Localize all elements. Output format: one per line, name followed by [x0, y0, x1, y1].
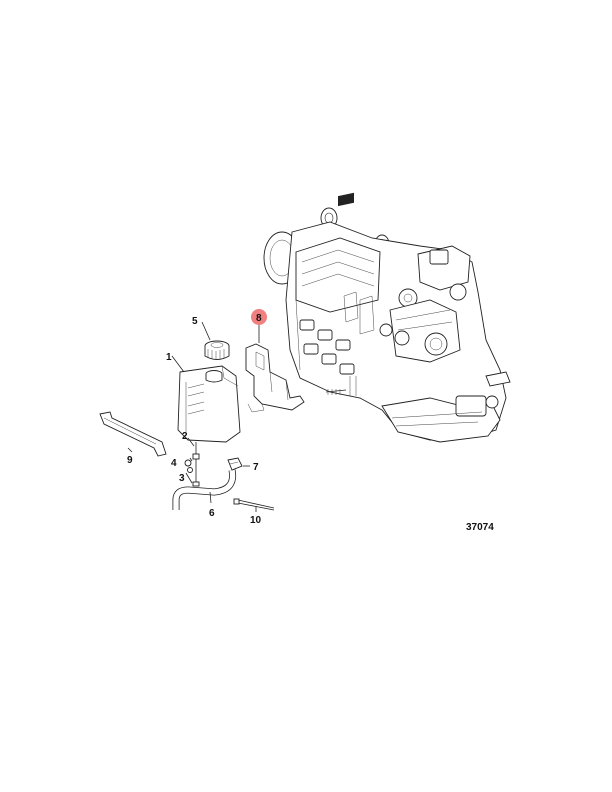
- leader-lines: [127, 321, 260, 512]
- callout-6[interactable]: 6: [209, 508, 215, 519]
- callout-9[interactable]: 9: [127, 455, 133, 466]
- callout-1[interactable]: 1: [166, 352, 172, 363]
- engine-illustration: [263, 192, 511, 443]
- washer-part: [184, 459, 193, 473]
- callout-7[interactable]: 7: [253, 462, 259, 473]
- callout-8[interactable]: 8: [256, 313, 262, 324]
- mounting-bracket-part: [245, 343, 305, 413]
- mounting-strap-part: [99, 411, 167, 457]
- callout-4[interactable]: 4: [171, 458, 177, 469]
- callout-10[interactable]: 10: [250, 515, 262, 526]
- reservoir-tank-part: [177, 365, 241, 443]
- callout-5[interactable]: 5: [192, 316, 198, 327]
- hose-fitting-part: [192, 442, 200, 487]
- filler-cap-part: [204, 340, 230, 360]
- callout-highlight: [251, 309, 267, 325]
- figure-number: 37074: [466, 522, 494, 533]
- hose-clamp-part: [227, 457, 243, 471]
- callout-2[interactable]: 2: [182, 431, 188, 442]
- cable-tie-part: [233, 498, 275, 511]
- callout-3[interactable]: 3: [179, 473, 185, 484]
- coolant-hose-part: [172, 469, 237, 510]
